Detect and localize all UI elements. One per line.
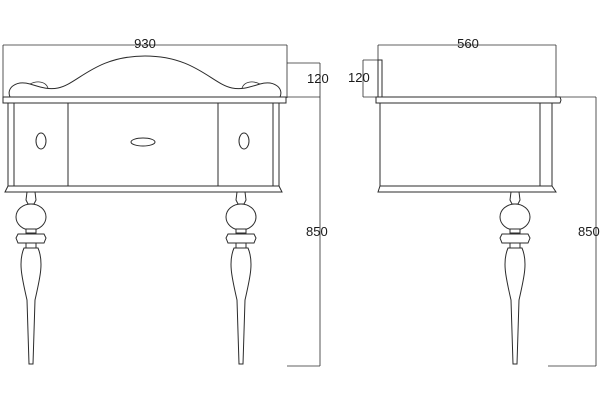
front-width-dimension: 930 (2, 36, 288, 98)
side-height-dimension: 850 (548, 96, 600, 367)
front-total-height-label: 850 (306, 224, 328, 239)
side-bottom-rail (377, 185, 557, 193)
front-right-panel (217, 102, 274, 187)
front-left-leg (15, 191, 47, 365)
front-center-drawer (67, 102, 219, 187)
front-height-dimensions: 120 850 (287, 62, 329, 367)
front-backsplash (8, 55, 282, 98)
side-depth-label: 560 (457, 36, 479, 51)
side-depth-dimension: 560 (377, 36, 557, 97)
front-top-slab (2, 96, 287, 104)
front-backsplash-height-label: 120 (307, 71, 329, 86)
backsplash-right-scroll (241, 81, 261, 89)
side-backsplash-dimension: 120 (348, 59, 382, 98)
left-panel-handle (35, 132, 47, 150)
front-bottom-rail (4, 185, 283, 193)
front-width-label: 930 (134, 36, 156, 51)
front-left-panel (13, 102, 69, 187)
drawer-handle (130, 137, 156, 147)
right-panel-handle (238, 132, 250, 150)
side-total-height-label: 850 (578, 224, 600, 239)
front-right-leg (225, 191, 257, 365)
side-view: 560 120 (348, 36, 600, 367)
side-leg (499, 191, 531, 365)
backsplash-left-scroll (29, 81, 49, 89)
side-backsplash (377, 59, 383, 98)
side-top-slab (375, 96, 562, 104)
side-backsplash-height-label: 120 (348, 70, 370, 85)
front-view: 930 (2, 36, 329, 367)
side-cabinet-body (379, 102, 553, 187)
